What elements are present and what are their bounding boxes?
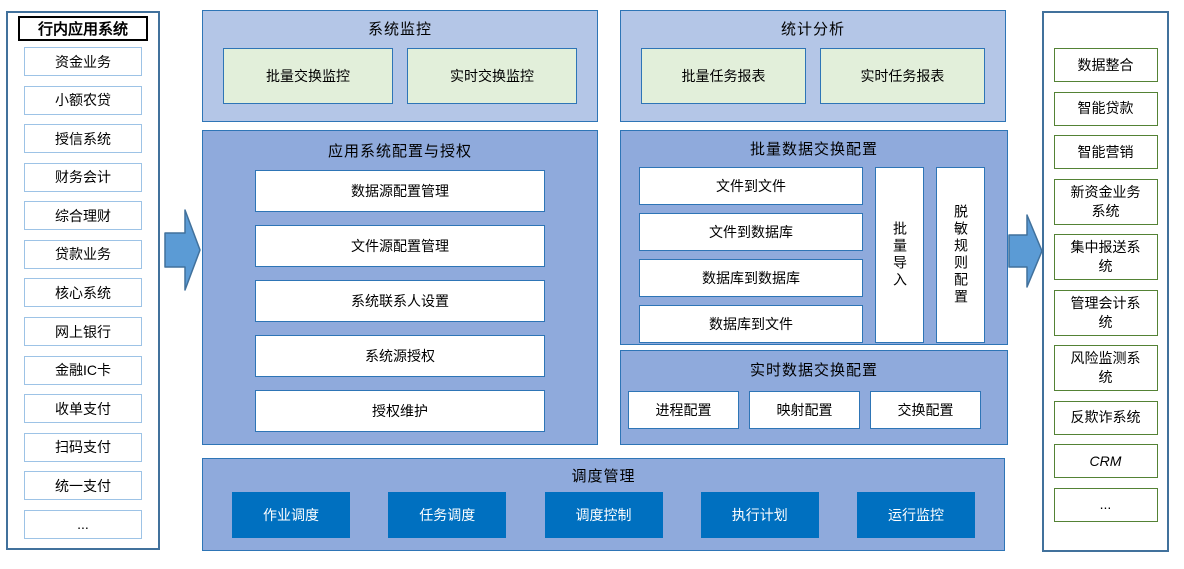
downstream-system-item: 新资金业务系统 bbox=[1053, 178, 1158, 225]
internal-system-item: 小额农贷 bbox=[24, 85, 142, 115]
batch-exchange-panel: 批量数据交换配置 文件到文件文件到数据库数据库到数据库数据库到文件 批量导入脱敏… bbox=[620, 130, 1008, 345]
internal-system-item: 金融IC卡 bbox=[24, 355, 142, 385]
schedule-panel: 调度管理 作业调度任务调度调度控制执行计划运行监控 bbox=[202, 458, 1005, 551]
internal-system-item: 统一支付 bbox=[24, 471, 142, 501]
schedule-title: 调度管理 bbox=[571, 468, 636, 485]
downstream-system-item: CRM bbox=[1053, 444, 1158, 479]
internal-system-item: 资金业务 bbox=[24, 47, 142, 76]
internal-system-item: 授信系统 bbox=[24, 124, 142, 154]
schedule-button: 调度控制 bbox=[544, 492, 663, 538]
schedule-buttons: 作业调度任务调度调度控制执行计划运行监控 bbox=[203, 492, 1004, 538]
internal-system-item: 综合理财 bbox=[24, 201, 142, 231]
batch-exchange-box: 文件到数据库 bbox=[639, 213, 863, 251]
internal-system-item: 财务会计 bbox=[24, 162, 142, 192]
app-config-panel: 应用系统配置与授权 数据源配置管理文件源配置管理系统联系人设置系统源授权授权维护 bbox=[202, 130, 598, 445]
batch-exchange-vertical-boxes: 批量导入脱敏规则配置 bbox=[863, 167, 985, 343]
realtime-exchange-box: 进程配置 bbox=[628, 391, 739, 429]
internal-system-item: 核心系统 bbox=[24, 278, 142, 308]
batch-exchange-title: 批量数据交换配置 bbox=[749, 141, 878, 158]
system-monitor-title: 系统监控 bbox=[367, 21, 432, 38]
batch-exchange-box: 数据库到文件 bbox=[639, 305, 863, 343]
downstream-systems-sidebar: 数据整合智能贷款智能营销新资金业务系统集中报送系统管理会计系统风险监测系统反欺诈… bbox=[1042, 11, 1169, 552]
realtime-exchange-panel: 实时数据交换配置 进程配置映射配置交换配置 bbox=[620, 350, 1008, 445]
statistics-title: 统计分析 bbox=[780, 21, 845, 38]
app-config-box: 授权维护 bbox=[255, 390, 545, 432]
internal-systems-sidebar: 行内应用系统 资金业务小额农贷授信系统财务会计综合理财贷款业务核心系统网上银行金… bbox=[6, 11, 160, 550]
internal-system-item: 贷款业务 bbox=[24, 239, 142, 269]
app-config-title: 应用系统配置与授权 bbox=[327, 143, 472, 160]
right-flow-arrow-icon bbox=[1008, 211, 1044, 291]
stats-box: 实时任务报表 bbox=[819, 48, 985, 104]
system-monitor-boxes: 批量交换监控实时交换监控 bbox=[203, 48, 597, 104]
downstream-system-item: 集中报送系统 bbox=[1053, 234, 1158, 281]
batch-exchange-box: 文件到文件 bbox=[639, 167, 863, 205]
app-config-box: 文件源配置管理 bbox=[255, 225, 545, 267]
app-config-box: 数据源配置管理 bbox=[255, 170, 545, 212]
internal-system-item: 收单支付 bbox=[24, 394, 142, 424]
schedule-button: 运行监控 bbox=[857, 492, 975, 538]
downstream-system-item: 数据整合 bbox=[1053, 48, 1158, 82]
stats-box: 批量任务报表 bbox=[641, 48, 807, 104]
downstream-system-item: 反欺诈系统 bbox=[1053, 400, 1158, 435]
monitor-box: 实时交换监控 bbox=[407, 48, 577, 104]
schedule-button: 任务调度 bbox=[388, 492, 507, 538]
app-config-box: 系统联系人设置 bbox=[255, 280, 545, 322]
batch-exchange-boxes: 文件到文件文件到数据库数据库到数据库数据库到文件 bbox=[639, 167, 863, 343]
schedule-button: 执行计划 bbox=[700, 492, 819, 538]
realtime-exchange-title: 实时数据交换配置 bbox=[749, 362, 878, 379]
internal-systems-list: 资金业务小额农贷授信系统财务会计综合理财贷款业务核心系统网上银行金融IC卡收单支… bbox=[8, 47, 158, 539]
realtime-exchange-box: 交换配置 bbox=[870, 391, 981, 429]
downstream-systems-list: 数据整合智能贷款智能营销新资金业务系统集中报送系统管理会计系统风险监测系统反欺诈… bbox=[1044, 48, 1167, 522]
downstream-system-item: ... bbox=[1053, 487, 1158, 522]
left-flow-arrow-icon bbox=[164, 206, 202, 294]
app-config-boxes: 数据源配置管理文件源配置管理系统联系人设置系统源授权授权维护 bbox=[203, 170, 597, 432]
downstream-system-item: 智能贷款 bbox=[1053, 91, 1158, 126]
internal-system-item: 网上银行 bbox=[24, 317, 142, 347]
monitor-box: 批量交换监控 bbox=[223, 48, 393, 104]
downstream-system-item: 智能营销 bbox=[1053, 135, 1158, 170]
batch-exchange-vertical-box: 脱敏规则配置 bbox=[936, 167, 985, 343]
internal-system-item: 扫码支付 bbox=[24, 432, 142, 462]
app-config-box: 系统源授权 bbox=[255, 335, 545, 377]
internal-systems-title: 行内应用系统 bbox=[18, 16, 148, 41]
downstream-system-item: 管理会计系统 bbox=[1053, 289, 1158, 336]
downstream-system-item: 风险监测系统 bbox=[1053, 345, 1158, 392]
internal-system-item: ... bbox=[24, 509, 142, 539]
statistics-panel: 统计分析 批量任务报表实时任务报表 bbox=[620, 10, 1006, 122]
realtime-exchange-box: 映射配置 bbox=[749, 391, 860, 429]
schedule-button: 作业调度 bbox=[232, 492, 350, 538]
statistics-boxes: 批量任务报表实时任务报表 bbox=[621, 48, 1005, 104]
system-monitor-panel: 系统监控 批量交换监控实时交换监控 bbox=[202, 10, 598, 122]
realtime-exchange-boxes: 进程配置映射配置交换配置 bbox=[621, 391, 1007, 429]
batch-exchange-box: 数据库到数据库 bbox=[639, 259, 863, 297]
batch-exchange-vertical-box: 批量导入 bbox=[875, 167, 924, 343]
